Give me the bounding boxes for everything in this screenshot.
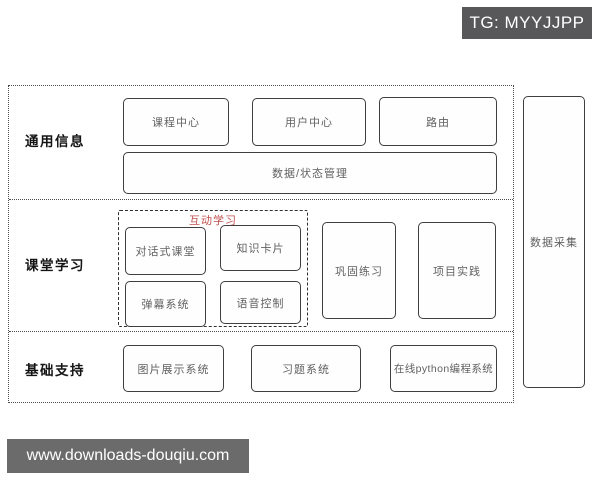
box-dialog-classroom: 对话式课堂 xyxy=(125,227,206,275)
section-label-basic-support: 基础支持 xyxy=(25,363,85,378)
section-divider xyxy=(9,199,513,200)
watermark-bar: www.downloads-douqiu.com xyxy=(7,439,249,473)
section-label-general-info: 通用信息 xyxy=(25,134,85,149)
diagram-frame: 通用信息 课堂学习 基础支持 课程中心 用户中心 路由 数据/状态管理 互动学习… xyxy=(8,85,514,403)
box-consolidation-practice: 巩固练习 xyxy=(322,222,396,319)
watermark-text: www.downloads-douqiu.com xyxy=(26,447,230,464)
box-router: 路由 xyxy=(379,97,497,146)
box-knowledge-cards: 知识卡片 xyxy=(220,225,301,271)
box-data-collection: 数据采集 xyxy=(523,96,585,388)
section-label-classroom-learning: 课堂学习 xyxy=(25,258,85,273)
interactive-learning-label: 互动学习 xyxy=(189,215,237,227)
section-divider xyxy=(9,331,513,332)
interactive-learning-group: 互动学习 对话式课堂 知识卡片 弹幕系统 语音控制 xyxy=(118,210,308,327)
box-voice-control: 语音控制 xyxy=(220,281,301,324)
box-image-display-system: 图片展示系统 xyxy=(123,345,224,392)
tg-badge-text: TG: MYYJJPP xyxy=(469,13,585,32)
box-user-center: 用户中心 xyxy=(252,98,366,146)
box-online-python-system: 在线python编程系统 xyxy=(390,345,497,392)
box-data-state-management: 数据/状态管理 xyxy=(123,152,497,194)
box-exercise-system: 习题系统 xyxy=(251,345,361,392)
box-danmaku-system: 弹幕系统 xyxy=(125,281,206,327)
box-course-center: 课程中心 xyxy=(123,98,229,146)
tg-badge: TG: MYYJJPP xyxy=(462,7,592,39)
box-project-practice: 项目实践 xyxy=(418,222,496,319)
